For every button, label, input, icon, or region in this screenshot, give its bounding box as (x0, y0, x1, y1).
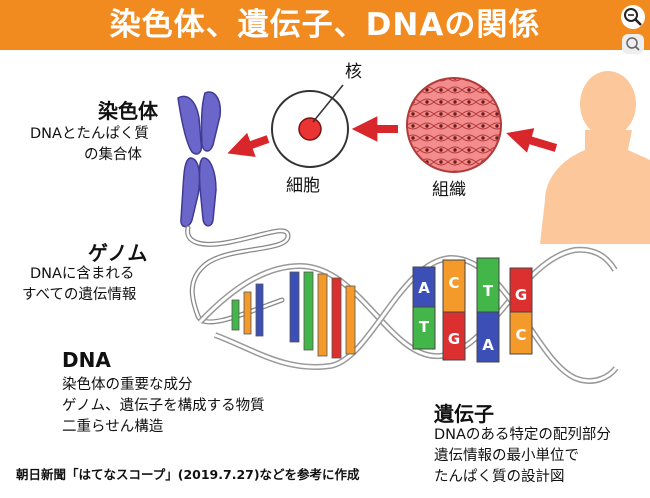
base-label-a: A (418, 279, 430, 297)
title-banner (0, 0, 650, 50)
base-label-t2: T (419, 318, 430, 336)
tissue-label: 組織 (432, 180, 466, 200)
dna-title: DNA (62, 348, 111, 372)
zoom-in-icon[interactable] (620, 4, 646, 30)
helix-base-pairs (231, 271, 356, 359)
genome-desc-1: DNAに含まれる (30, 266, 135, 282)
dna-desc-2: ゲノム、遺伝子を構成する物質 (62, 398, 265, 414)
base-label-c2: C (515, 326, 526, 344)
base-label-g2: G (448, 330, 460, 348)
arrow-cell-to-chromosome (227, 132, 270, 157)
base-label-a2: A (482, 336, 494, 354)
gene-bases (412, 257, 533, 363)
gene-title: 遺伝子 (434, 402, 494, 426)
base-label-g: G (515, 286, 527, 304)
nucleus-label: 核 (345, 62, 362, 82)
base-label-c: C (448, 274, 459, 292)
chromosome-illustration (177, 91, 222, 228)
cell-illustration (271, 84, 349, 168)
cell-label: 細胞 (286, 176, 320, 196)
base-label-t: T (483, 282, 494, 300)
chromosome-desc-1: DNAとたんぱく質 (30, 126, 149, 142)
arrow-body-to-tissue (506, 128, 558, 153)
zoom-reset-icon[interactable] (620, 32, 646, 56)
gene-desc-1: DNAのある特定の配列部分 (434, 427, 611, 443)
dna-desc-1: 染色体の重要な成分 (62, 377, 193, 393)
diagram: A C T G T G A C (177, 71, 650, 384)
human-figure (540, 71, 650, 244)
gene-desc-3: たんぱく質の設計図 (434, 469, 565, 485)
genome-title: ゲノム (88, 241, 148, 265)
chromosome-title: 染色体 (98, 99, 158, 123)
dna-desc-3: 二重らせん構造 (62, 419, 164, 435)
tissue-illustration (406, 77, 502, 173)
page-title: 染色体、遺伝子、DNAの関係 (109, 7, 541, 43)
chromosome-desc-2: の集合体 (84, 147, 142, 163)
source-note: 朝日新聞「はてなスコープ」(2019.7.27)などを参考に作成 (16, 467, 360, 482)
gene-desc-2: 遺伝情報の最小単位で (434, 448, 579, 464)
genome-desc-2: すべての遺伝情報 (22, 287, 137, 303)
